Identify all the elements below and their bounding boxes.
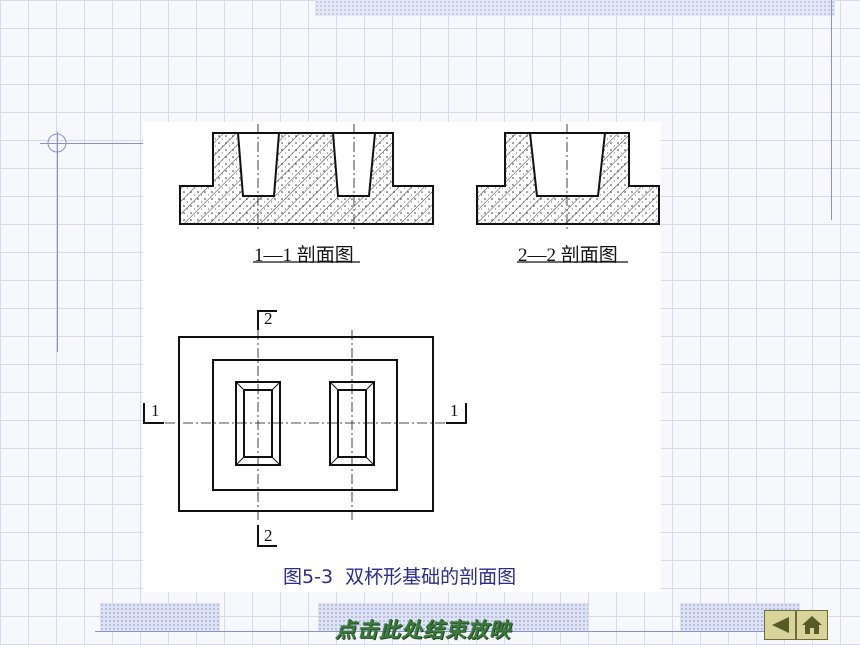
plan-view — [143, 310, 467, 547]
end-show-link[interactable]: 点击此处结束放映 — [335, 617, 511, 642]
decor-vline-right — [831, 0, 832, 220]
section-2-2-label: 2—2 剖面图 — [518, 245, 618, 266]
section-1-1-label: 1—1 剖面图 — [254, 245, 354, 266]
decor-vline-left — [57, 132, 58, 352]
back-button[interactable] — [764, 610, 796, 640]
header-decor-band — [315, 0, 835, 16]
cut-mark-2-top: 2 — [264, 309, 273, 328]
section-2-2-view — [476, 124, 660, 263]
figure-number: 图5-3 — [283, 566, 334, 588]
home-button[interactable] — [796, 610, 828, 640]
footer-decor-center — [318, 603, 588, 631]
home-icon — [802, 616, 822, 634]
triangle-left-icon — [772, 617, 789, 633]
cut-mark-1-left: 1 — [151, 401, 160, 420]
cut-mark-2-bottom: 2 — [264, 526, 273, 545]
figure-caption: 图5-3 双杯形基础的剖面图 — [283, 562, 516, 589]
footer-decor-left — [100, 603, 220, 631]
cut-mark-1-right: 1 — [450, 401, 459, 420]
footer-hline — [95, 631, 805, 632]
section-1-1-view — [179, 124, 434, 263]
decor-hline-left — [40, 143, 145, 144]
figure-title: 双杯形基础的剖面图 — [345, 566, 517, 588]
